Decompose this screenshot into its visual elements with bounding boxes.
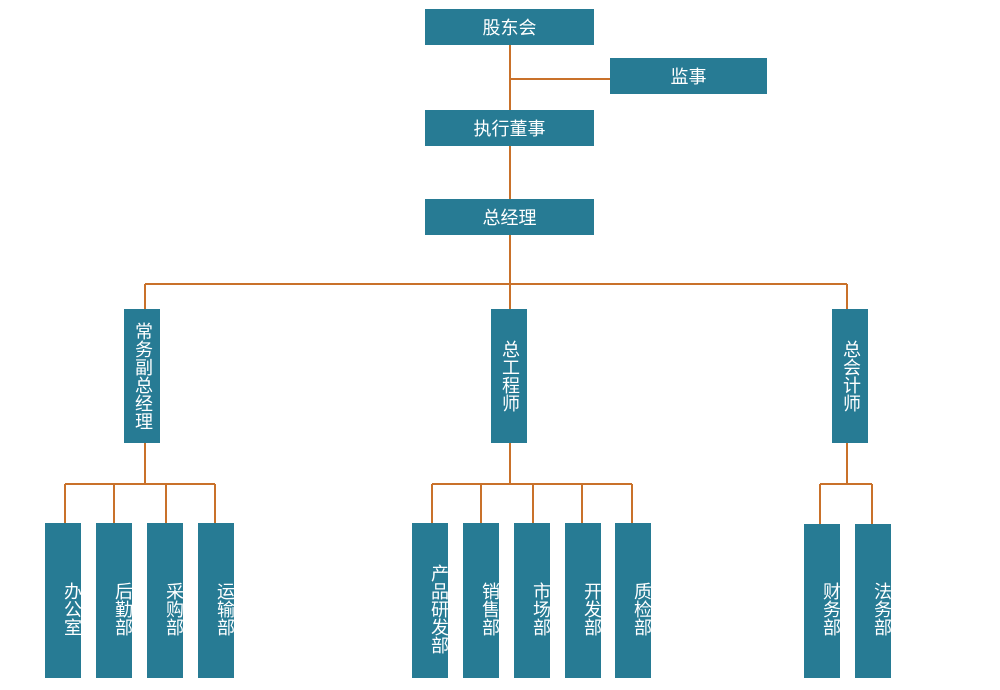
node-product-rd[interactable]: 产品研发部 — [412, 523, 449, 678]
node-purchasing[interactable]: 采购部 — [147, 523, 184, 678]
node-logistics[interactable]: 后勤部 — [96, 523, 133, 678]
node-transport[interactable]: 运输部 — [198, 523, 235, 678]
node-executive-director[interactable]: 执行董事 — [425, 110, 594, 146]
node-finance[interactable]: 财务部 — [804, 524, 841, 678]
node-legal[interactable]: 法务部 — [855, 524, 892, 678]
node-sales[interactable]: 销售部 — [463, 523, 500, 678]
node-chief-engineer[interactable]: 总工程师 — [491, 309, 527, 443]
node-supervisor[interactable]: 监事 — [610, 58, 767, 94]
node-executive-deputy-gm[interactable]: 常务副总经理 — [124, 309, 160, 443]
node-shareholders[interactable]: 股东会 — [425, 9, 594, 45]
node-general-manager[interactable]: 总经理 — [425, 199, 594, 235]
node-chief-accountant[interactable]: 总会计师 — [832, 309, 868, 443]
node-office[interactable]: 办公室 — [45, 523, 82, 678]
node-quality[interactable]: 质检部 — [615, 523, 652, 678]
node-development[interactable]: 开发部 — [565, 523, 602, 678]
node-marketing[interactable]: 市场部 — [514, 523, 551, 678]
